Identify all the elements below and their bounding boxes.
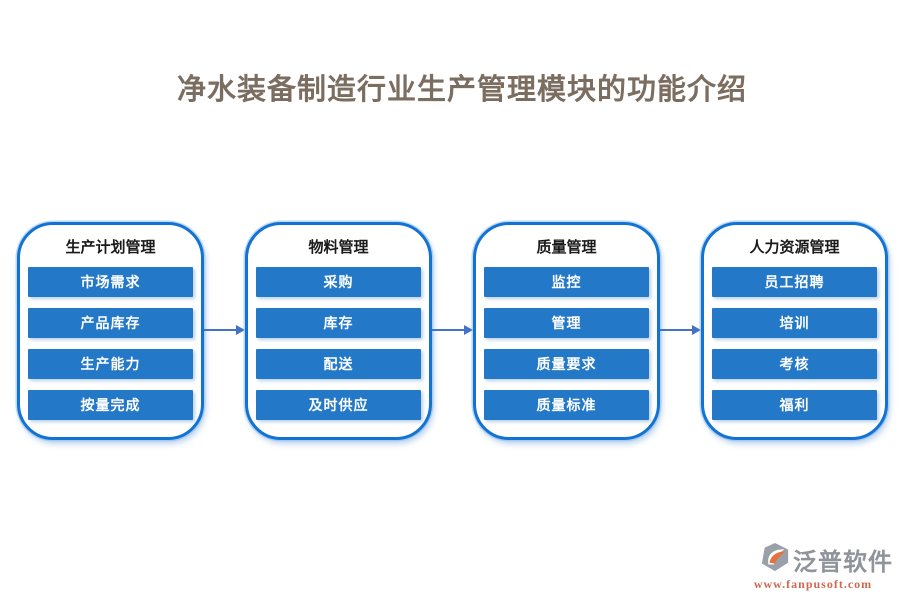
module-header: 质量管理 — [536, 239, 597, 256]
flow-arrow-icon — [204, 325, 245, 335]
arrow-shaft — [660, 329, 694, 331]
module-item: 培训 — [712, 308, 877, 338]
arrow-head — [692, 325, 701, 335]
module-item: 市场需求 — [28, 267, 193, 297]
module-header: 物料管理 — [308, 239, 369, 256]
module-item-list: 员工招聘 培训 考核 福利 — [712, 267, 877, 420]
page-title: 净水装备制造行业生产管理模块的功能介绍 — [176, 74, 747, 106]
module-item: 采购 — [256, 267, 421, 297]
module-item: 库存 — [256, 308, 421, 338]
module-item: 员工招聘 — [712, 267, 877, 297]
flow-arrow-icon — [432, 325, 473, 335]
module-item-list: 采购 库存 配送 及时供应 — [256, 267, 421, 420]
arrow-head — [464, 325, 473, 335]
module-item: 产品库存 — [28, 308, 193, 338]
brand-watermark: 泛普软件 www.fanpusoft.com — [733, 542, 893, 592]
brand-url: www.fanpusoft.com — [753, 577, 873, 591]
module-item: 按量完成 — [28, 390, 193, 420]
module-header: 人力资源管理 — [749, 239, 840, 256]
arrow-shaft — [204, 329, 238, 331]
module-item: 考核 — [712, 349, 877, 379]
module-item-list: 监控 管理 质量要求 质量标准 — [484, 267, 649, 420]
module-item: 质量标准 — [484, 390, 649, 420]
module-item: 管理 — [484, 308, 649, 338]
module-card-quality-management: 质量管理 监控 管理 质量要求 质量标准 — [473, 222, 660, 440]
module-item: 生产能力 — [28, 349, 193, 379]
module-item: 质量要求 — [484, 349, 649, 379]
module-item-list: 市场需求 产品库存 生产能力 按量完成 — [28, 267, 193, 420]
brand-row: 泛普软件 — [733, 542, 893, 577]
module-item: 监控 — [484, 267, 649, 297]
arrow-head — [236, 325, 245, 335]
fanpu-logo-icon — [760, 542, 790, 577]
module-item: 福利 — [712, 390, 877, 420]
module-card-production-planning: 生产计划管理 市场需求 产品库存 生产能力 按量完成 — [17, 222, 204, 440]
flow-arrow-icon — [660, 325, 701, 335]
module-card-material-management: 物料管理 采购 库存 配送 及时供应 — [245, 222, 432, 440]
module-header: 生产计划管理 — [65, 239, 156, 256]
brand-name: 泛普软件 — [793, 549, 893, 576]
module-item: 配送 — [256, 349, 421, 379]
module-card-hr-management: 人力资源管理 员工招聘 培训 考核 福利 — [701, 222, 888, 440]
module-item: 及时供应 — [256, 390, 421, 420]
arrow-shaft — [432, 329, 466, 331]
